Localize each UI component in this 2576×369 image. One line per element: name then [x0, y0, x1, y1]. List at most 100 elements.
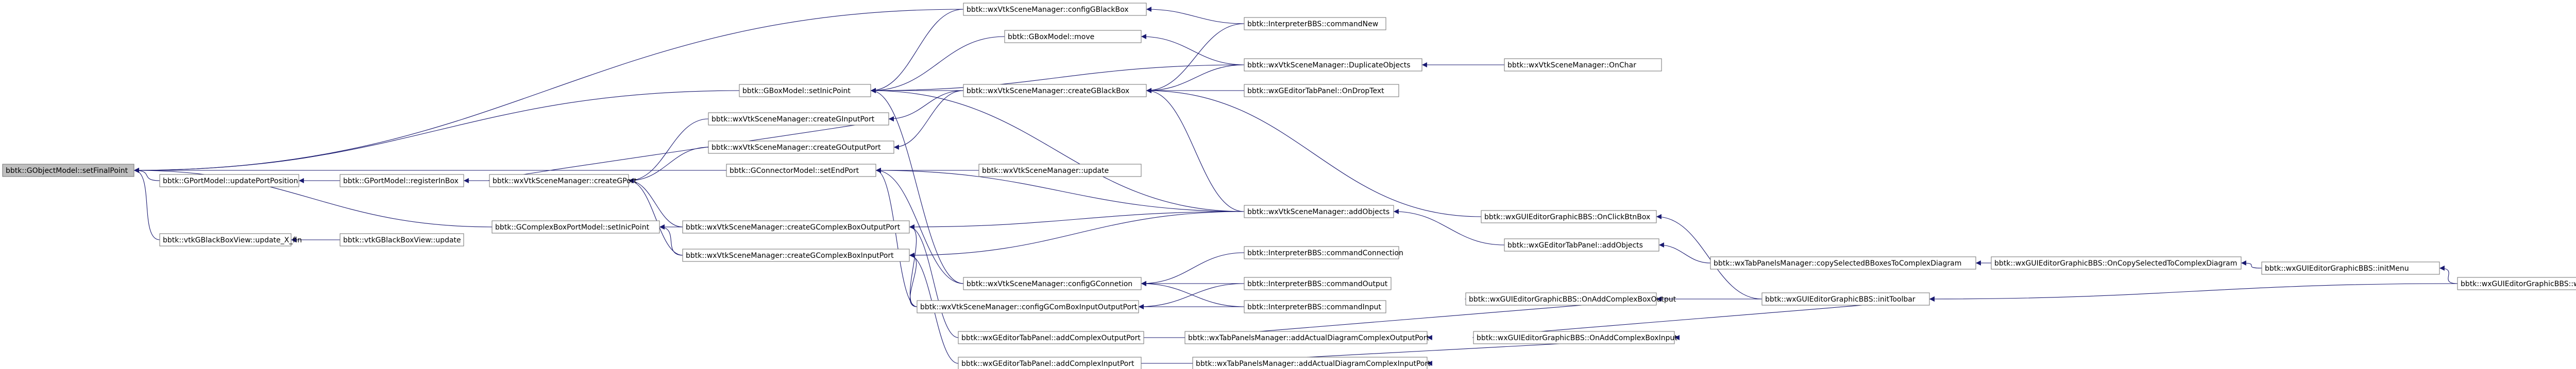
node-label: bbtk::GPortModel::registerInBox [343, 177, 459, 185]
node-box [159, 233, 292, 247]
graph-node-bbtk-wxgeditortabpanel-addcomplexinputport[interactable]: bbtk::wxGEditorTabPanel::addComplexInput… [958, 357, 1142, 369]
node-label: bbtk::GObjectModel::setFinalPoint [6, 167, 128, 175]
node-label: bbtk::wxVtkSceneManager::createGBlackBox [967, 87, 1129, 95]
graph-node-bbtk-wxvtkscenemanager-addobjects[interactable]: bbtk::wxVtkSceneManager::addObjects [1244, 205, 1394, 218]
node-label: bbtk::InterpreterBBS::commandOutput [1247, 280, 1388, 288]
graph-node-bbtk-wxguieditorgraphicbbs-oncopyselectedtocomplexdiagram[interactable]: bbtk::wxGUIEditorGraphicBBS::OnCopySelec… [1991, 256, 2242, 270]
node-box [1504, 238, 1659, 252]
node-label: bbtk::InterpreterBBS::commandInput [1247, 303, 1381, 311]
node-box [1481, 210, 1657, 223]
node-label: bbtk::wxVtkSceneManager::OnChar [1507, 61, 1636, 69]
node-box [159, 174, 299, 187]
graph-node-bbtk-wxvtkscenemanager-configgblackbox[interactable]: bbtk::wxVtkSceneManager::configGBlackBox [963, 3, 1147, 16]
graph-node-bbtk-wxguieditorgraphicbbs-wxguieditorgraphicbbs[interactable]: bbtk::wxGUIEditorGraphicBBS::wxGUIEditor… [2457, 277, 2576, 290]
graph-node-bbtk-gportmodel-registerinbox[interactable]: bbtk::GPortModel::registerInBox [340, 174, 464, 187]
graph-node-bbtk-wxtabpanelsmanager-addactualdiagramcomplexinputport[interactable]: bbtk::wxTabPanelsManager::addActualDiagr… [1192, 357, 1431, 369]
node-box [963, 84, 1147, 97]
edge-bbtk-wxvtkscenemanager-duplicateobjects-to-bbtk-gboxmodel-move [1141, 34, 1245, 65]
node-label: bbtk::GConnectorModel::setEndPort [730, 167, 859, 175]
graph-node-bbtk-wxvtkscenemanager-creategcomplexboxinputport[interactable]: bbtk::wxVtkSceneManager::createGComplexB… [682, 249, 910, 262]
edge-bbtk-wxvtkscenemanager-createginputport-to-bbtk-wxvtkscenemanager-creategport [628, 118, 709, 183]
edge-bbtk-wxvtkscenemanager-creategblackbox-to-bbtk-wxvtkscenemanager-createginputport [888, 90, 964, 121]
node-box [1244, 17, 1386, 30]
node-box [489, 174, 629, 187]
node-label: bbtk::InterpreterBBS::commandConnection [1247, 249, 1403, 257]
node-box [708, 140, 894, 154]
graph-node-bbtk-wxgeditortabpanel-addobjects[interactable]: bbtk::wxGEditorTabPanel::addObjects [1504, 238, 1659, 252]
node-layer: bbtk::GObjectModel::setFinalPointbbtk::w… [2, 3, 2576, 369]
graph-node-bbtk-wxvtkscenemanager-update[interactable]: bbtk::wxVtkSceneManager::update [978, 164, 1142, 177]
graph-node-bbtk-wxvtkscenemanager-onchar[interactable]: bbtk::wxVtkSceneManager::OnChar [1504, 58, 1662, 72]
node-label: bbtk::wxGUIEditorGraphicBBS::OnAddComple… [1477, 334, 1677, 342]
edge-bbtk-vtkgblackboxview-update-x-fin-to-bbtk-gobjectmodel-setfinalpoint [133, 168, 160, 240]
node-label: bbtk::GBoxModel::setInicPoint [742, 87, 851, 95]
graph-node-bbtk-wxguieditorgraphicbbs-inittoolbar[interactable]: bbtk::wxGUIEditorGraphicBBS::initToolbar [1761, 292, 1930, 306]
graph-node-bbtk-interpreterbbs-commandinput[interactable]: bbtk::InterpreterBBS::commandInput [1244, 300, 1386, 313]
node-box [340, 174, 464, 187]
graph-node-bbtk-gboxmodel-move[interactable]: bbtk::GBoxModel::move [1004, 30, 1142, 43]
node-box [958, 331, 1144, 344]
node-box [963, 3, 1147, 16]
graph-node-bbtk-gcomplexboxportmodel-setinicpoint[interactable]: bbtk::GComplexBoxPortModel::setInicPoint [492, 220, 660, 234]
graph-node-bbtk-gportmodel-updateportposition[interactable]: bbtk::GPortModel::updatePortPosition [159, 174, 299, 187]
node-label: bbtk::wxVtkSceneManager::createGInputPor… [711, 115, 875, 124]
node-box [726, 164, 876, 177]
node-box [708, 112, 889, 126]
graph-node-bbtk-wxvtkscenemanager-configgconnetion[interactable]: bbtk::wxVtkSceneManager::configGConnetio… [963, 277, 1142, 290]
node-label: bbtk::wxGUIEditorGraphicBBS::wxGUIEditor… [2461, 280, 2576, 288]
graph-node-bbtk-interpreterbbs-commandconnection[interactable]: bbtk::InterpreterBBS::commandConnection [1244, 246, 1403, 259]
node-label: bbtk::wxVtkSceneManager::configGBlackBox [967, 6, 1129, 14]
node-box [963, 277, 1142, 290]
edge-bbtk-wxvtkscenemanager-addobjects-to-bbtk-wxvtkscenemanager-creategblackbox [1146, 88, 1245, 212]
graph-node-bbtk-interpreterbbs-commandnew[interactable]: bbtk::InterpreterBBS::commandNew [1244, 17, 1386, 30]
graph-node-bbtk-wxguieditorgraphicbbs-initmenu[interactable]: bbtk::wxGUIEditorGraphicBBS::initMenu [2261, 261, 2440, 275]
node-box [2, 164, 134, 177]
edge-bbtk-wxvtkscenemanager-addobjects-to-bbtk-wxvtkscenemanager-creategcomplexboxoutputport [909, 211, 1245, 230]
node-box [958, 357, 1142, 369]
node-label: bbtk::wxVtkSceneManager::createGComplexB… [686, 223, 901, 232]
node-label: bbtk::wxGEditorTabPanel::addObjects [1507, 241, 1643, 250]
graph-node-bbtk-wxgeditortabpanel-addcomplexoutputport[interactable]: bbtk::wxGEditorTabPanel::addComplexOutpu… [958, 331, 1144, 344]
graph-node-bbtk-wxtabpanelsmanager-copyselectedbboxestocomplexdiagram[interactable]: bbtk::wxTabPanelsManager::copySelectedBB… [1710, 256, 1976, 270]
node-box [1192, 357, 1428, 369]
node-box [1504, 58, 1662, 72]
node-label: bbtk::GBoxModel::move [1008, 33, 1094, 41]
graph-node-bbtk-wxvtkscenemanager-creategblackbox[interactable]: bbtk::wxVtkSceneManager::createGBlackBox [963, 84, 1147, 97]
graph-node-bbtk-interpreterbbs-commandoutput[interactable]: bbtk::InterpreterBBS::commandOutput [1244, 277, 1392, 290]
node-label: bbtk::wxGEditorTabPanel::addComplexInput… [961, 360, 1134, 368]
edge-bbtk-wxtabpanelsmanager-copyselectedbboxestocomplexdiagram-to-bbtk-wxgeditortabpanel-addobjects [1658, 242, 1711, 263]
graph-node-bbtk-wxguieditorgraphicbbs-onclickbtnbox[interactable]: bbtk::wxGUIEditorGraphicBBS::OnClickBtnB… [1481, 210, 1657, 223]
node-box [1244, 300, 1386, 313]
graph-node-bbtk-wxguieditorgraphicbbs-onaddcomplexboxoutput[interactable]: bbtk::wxGUIEditorGraphicBBS::OnAddComple… [1465, 292, 1676, 306]
edge-bbtk-wxvtkscenemanager-creategblackbox-to-bbtk-wxvtkscenemanager-creategoutputport [893, 90, 964, 150]
edge-bbtk-wxvtkscenemanager-addobjects-to-bbtk-wxvtkscenemanager-creategcomplexboxinputport [909, 211, 1245, 258]
node-label: bbtk::GComplexBoxPortModel::setInicPoint [495, 223, 650, 232]
node-box [1473, 331, 1675, 344]
edge-bbtk-wxvtkscenemanager-configgcomboxinputoutputport-to-bbtk-gconnectormodel-setendport [875, 168, 918, 307]
graph-node-bbtk-wxvtkscenemanager-creategport[interactable]: bbtk::wxVtkSceneManager::createGPort [489, 174, 637, 187]
node-label: bbtk::vtkGBlackBoxView::update [343, 236, 461, 244]
graph-node-bbtk-wxguieditorgraphicbbs-onaddcomplexboxinput[interactable]: bbtk::wxGUIEditorGraphicBBS::OnAddComple… [1473, 331, 1677, 344]
node-label: bbtk::GPortModel::updatePortPosition [163, 177, 298, 185]
graph-node-bbtk-vtkgblackboxview-update-x-fin[interactable]: bbtk::vtkGBlackBoxView::update_X_fin [159, 233, 302, 247]
edge-bbtk-wxvtkscenemanager-creategcomplexboxoutputport-to-bbtk-wxvtkscenemanager-creategport [628, 178, 683, 227]
edge-bbtk-wxguieditorgraphicbbs-initmenu-to-bbtk-wxguieditorgraphicbbs-oncopyselectedtocomplexdiagram [2241, 260, 2262, 269]
graph-node-bbtk-wxvtkscenemanager-duplicateobjects[interactable]: bbtk::wxVtkSceneManager::DuplicateObject… [1244, 58, 1422, 72]
graph-node-bbtk-wxvtkscenemanager-creategcomplexboxoutputport[interactable]: bbtk::wxVtkSceneManager::createGComplexB… [682, 220, 910, 234]
graph-node-bbtk-wxtabpanelsmanager-addactualdiagramcomplexoutputport[interactable]: bbtk::wxTabPanelsManager::addActualDiagr… [1184, 331, 1429, 344]
graph-node-bbtk-wxvtkscenemanager-configgcomboxinputoutputport[interactable]: bbtk::wxVtkSceneManager::configGComBoxIn… [917, 300, 1139, 313]
graph-node-bbtk-wxgeditortabpanel-ondroptext[interactable]: bbtk::wxGEditorTabPanel::OnDropText [1244, 84, 1399, 97]
graph-node-bbtk-gconnectormodel-setendport[interactable]: bbtk::GConnectorModel::setEndPort [726, 164, 876, 177]
graph-node-bbtk-gboxmodel-setinicpoint[interactable]: bbtk::GBoxModel::setInicPoint [739, 84, 871, 97]
edge-bbtk-wxvtkscenemanager-addobjects-to-bbtk-gboxmodel-setinicpoint [870, 88, 1245, 212]
graph-node-bbtk-wxvtkscenemanager-createginputport[interactable]: bbtk::wxVtkSceneManager::createGInputPor… [708, 112, 889, 126]
node-label: bbtk::wxGUIEditorGraphicBBS::OnClickBtnB… [1484, 213, 1650, 221]
graph-node-bbtk-gobjectmodel-setfinalpoint[interactable]: bbtk::GObjectModel::setFinalPoint [2, 164, 134, 177]
node-box [978, 164, 1142, 177]
graph-node-bbtk-vtkgblackboxview-update[interactable]: bbtk::vtkGBlackBoxView::update [340, 233, 464, 247]
edge-bbtk-gcomplexboxportmodel-setinicpoint-to-bbtk-gobjectmodel-setfinalpoint [133, 168, 493, 227]
graph-node-bbtk-wxvtkscenemanager-creategoutputport[interactable]: bbtk::wxVtkSceneManager::createGOutputPo… [708, 140, 894, 154]
node-label: bbtk::wxVtkSceneManager::configGComBoxIn… [920, 303, 1138, 311]
edge-bbtk-gboxmodel-setinicpoint-to-bbtk-gobjectmodel-setfinalpoint [133, 90, 740, 173]
node-label: bbtk::InterpreterBBS::commandNew [1247, 20, 1378, 28]
